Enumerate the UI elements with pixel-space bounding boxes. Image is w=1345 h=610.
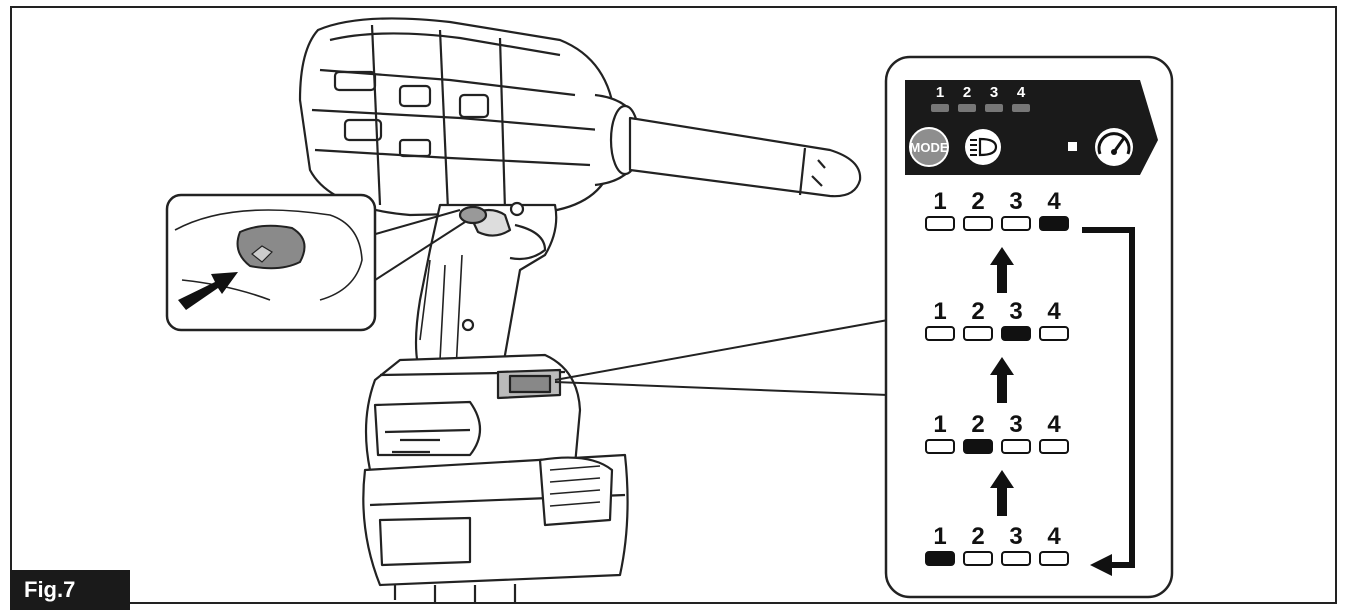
lamp-off — [1001, 439, 1031, 454]
display-num-3: 3 — [990, 84, 998, 101]
indicator-square — [1068, 142, 1077, 151]
lamp-off — [925, 216, 955, 231]
lamp-off — [925, 439, 955, 454]
panel-leader-lines — [554, 319, 889, 396]
lamp-off — [963, 216, 993, 231]
light-button-icon — [965, 129, 1001, 165]
step-number-3: 3 — [1009, 411, 1022, 438]
up-arrow-icon — [990, 470, 1014, 516]
display-num-2: 2 — [963, 84, 971, 101]
speed-indicator-icon — [1095, 128, 1133, 166]
figure-frame — [10, 6, 1337, 604]
display-num-4: 4 — [1017, 84, 1026, 101]
step-number-1: 1 — [933, 411, 946, 438]
lamp-off — [1039, 439, 1069, 454]
step-number-3: 3 — [1009, 298, 1022, 325]
display-lamp-1 — [931, 104, 949, 112]
tool-head — [298, 17, 862, 217]
step-number-2: 2 — [971, 523, 984, 550]
display-num-1: 1 — [936, 84, 944, 101]
step-number-2: 2 — [971, 188, 984, 215]
step-number-4: 4 — [1047, 188, 1061, 215]
sequence-up-arrows — [990, 247, 1014, 516]
lamp-lit — [963, 439, 993, 454]
up-arrow-icon — [990, 357, 1014, 403]
mode-button-label: MODE — [910, 140, 949, 155]
lamp-lit — [1001, 326, 1031, 341]
display-lamp-4 — [1012, 104, 1030, 112]
switch-inset — [165, 193, 466, 332]
step-number-1: 1 — [933, 188, 946, 215]
display-lamp-3 — [985, 104, 1003, 112]
lamp-off — [925, 326, 955, 341]
figure-label: Fig.7 — [10, 570, 130, 610]
step-number-3: 3 — [1009, 188, 1022, 215]
step-number-4: 4 — [1047, 523, 1061, 550]
step-number-3: 3 — [1009, 523, 1022, 550]
step-number-2: 2 — [971, 411, 984, 438]
lamp-off — [1001, 216, 1031, 231]
tool-base-battery — [362, 353, 629, 602]
up-arrow-icon — [990, 247, 1014, 293]
step-number-4: 4 — [1047, 298, 1061, 325]
lamp-lit — [1039, 216, 1069, 231]
lamp-lit — [925, 551, 955, 566]
lamp-off — [1001, 551, 1031, 566]
step-number-4: 4 — [1047, 411, 1061, 438]
return-arrow-icon — [1082, 227, 1135, 576]
lamp-off — [963, 551, 993, 566]
lamp-off — [1039, 551, 1069, 566]
step-number-1: 1 — [933, 523, 946, 550]
display-lamp-2 — [958, 104, 976, 112]
step-number-1: 1 — [933, 298, 946, 325]
mode-button-icon — [909, 127, 949, 167]
step-number-2: 2 — [971, 298, 984, 325]
lamp-off — [963, 326, 993, 341]
lamp-off — [1039, 326, 1069, 341]
